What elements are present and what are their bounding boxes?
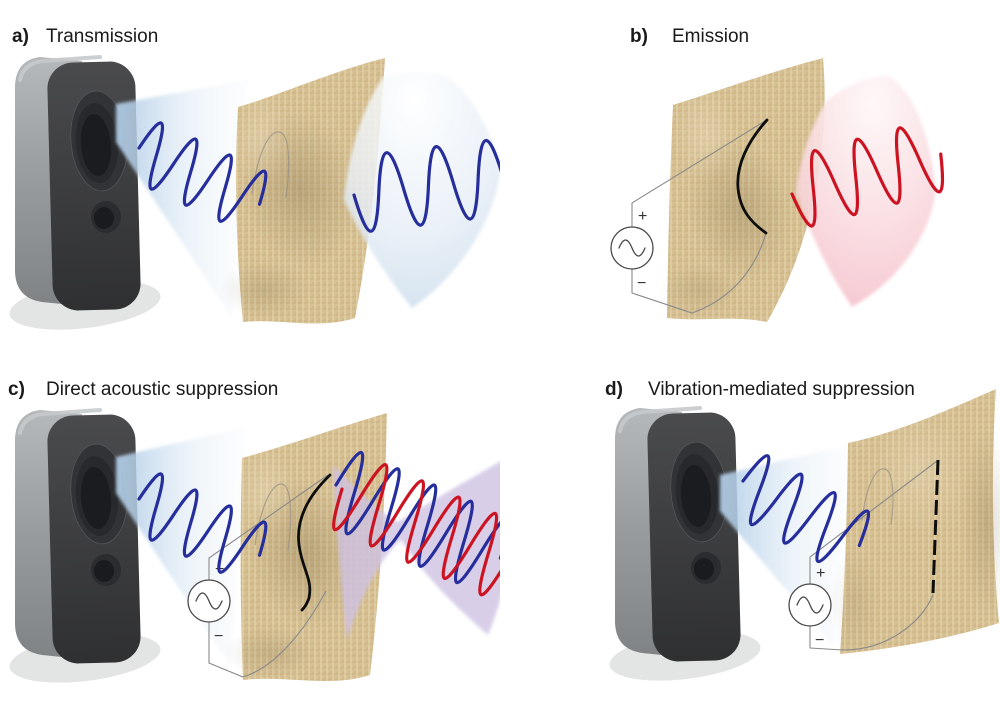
transmitted-sine-wave <box>352 139 500 233</box>
incident-sine-wave <box>137 121 268 223</box>
minus-terminal-label: − <box>815 632 824 649</box>
ac-voltage-source: + − <box>788 565 832 649</box>
antiphase-red-wave <box>331 462 500 597</box>
incident-sound-cone <box>116 80 247 318</box>
woven-fabric <box>660 58 825 322</box>
emitted-sine-wave <box>790 126 945 228</box>
dashed-embedded-fiber <box>931 459 940 594</box>
voltage-source-sine-icon <box>618 239 646 257</box>
panel-c-graphic: c) Direct acoustic suppression + − <box>4 379 500 693</box>
ac-voltage-source: + − <box>610 208 654 292</box>
panel-b-graphic: b) Emission + − <box>610 26 945 322</box>
wire-negative <box>208 590 327 678</box>
panel-b-title: Emission <box>672 26 749 47</box>
panel-a-graphic: a) Transmission <box>4 26 500 340</box>
embedded-fiber-ghost <box>251 131 290 199</box>
antiphase-blue-wave <box>334 450 500 585</box>
plus-terminal-label: + <box>816 565 825 582</box>
wire-negative <box>631 232 767 314</box>
voltage-source-sine-icon <box>796 596 824 614</box>
fabric-fold-shade <box>831 545 879 661</box>
panel-d-title: Vibration-mediated suppression <box>648 379 915 400</box>
minus-terminal-label: − <box>214 628 223 645</box>
incident-sine-wave <box>741 454 871 563</box>
woven-fabric <box>831 389 1000 661</box>
embedded-fiber-ghost <box>254 483 292 552</box>
emitted-sound-cone <box>796 75 936 307</box>
speaker-icon <box>4 55 166 340</box>
fabric-fold-shade <box>961 428 1000 618</box>
fabric-fold-shade <box>660 264 740 316</box>
panel-c-title: Direct acoustic suppression <box>46 379 278 400</box>
plus-terminal-label: + <box>638 208 647 225</box>
embedded-fiber-ghost <box>861 468 894 526</box>
panel-d: d) Vibration-mediated suppression + − <box>500 353 1000 706</box>
fabric-fold-highlight <box>235 447 295 539</box>
voltage-source-sine-icon <box>195 592 223 610</box>
panel-d-label: d) <box>605 379 623 400</box>
speaker-icon <box>604 406 766 691</box>
panel-b-label: b) <box>630 26 648 47</box>
fabric-fold-shade <box>220 262 310 318</box>
fabric-fold-highlight <box>232 92 292 188</box>
wire-positive <box>208 474 329 580</box>
wire-negative <box>809 594 934 651</box>
minus-terminal-label: − <box>637 275 646 292</box>
wire-positive <box>631 120 766 227</box>
woven-fabric <box>220 58 385 324</box>
panel-c: c) Direct acoustic suppression + − <box>0 353 500 706</box>
transmitted-sound-cone <box>344 71 500 308</box>
embedded-fiber <box>736 118 769 235</box>
panel-a-label: a) <box>12 26 29 47</box>
fabric-fold-shade <box>225 627 315 679</box>
fabric-fold-highlight <box>673 89 737 181</box>
fabric-fold-highlight <box>870 413 970 533</box>
incident-sine-wave <box>137 472 268 574</box>
wire-positive <box>809 460 938 584</box>
panel-a: a) Transmission <box>0 0 500 353</box>
panel-d-graphic: d) Vibration-mediated suppression + − <box>604 379 1000 691</box>
panel-b: b) Emission + − <box>500 0 1000 353</box>
panel-c-label: c) <box>8 379 25 400</box>
embedded-fiber <box>297 473 332 612</box>
panel-a-title: Transmission <box>46 26 158 47</box>
